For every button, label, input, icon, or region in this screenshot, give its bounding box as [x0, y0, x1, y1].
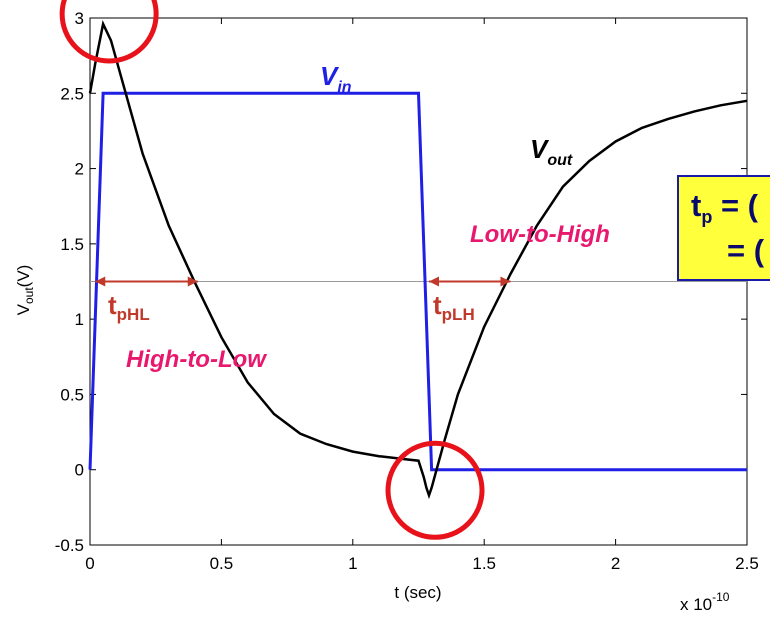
x-tick-label: 2.5: [735, 554, 759, 573]
y-tick-label: 0: [75, 461, 84, 480]
series-vout-line: [88, 20, 748, 500]
x-tick-label: 0: [85, 554, 94, 573]
y-tick-label: -0.5: [55, 536, 84, 555]
high-to-low-label: High-to-Low: [126, 346, 267, 373]
x-axis-ticks: 0 0.5 1 1.5 2 2.5: [85, 18, 759, 573]
y-tick-label: 2.5: [60, 84, 84, 103]
formula-line-1: tp = (: [691, 188, 758, 228]
y-tick-label: 0.5: [60, 385, 84, 404]
x-axis-label: t (sec): [394, 583, 441, 602]
series-vin-line: [88, 91, 747, 472]
propagation-delay-formula-box: tp = ( = (: [677, 175, 770, 281]
arrow-head-right: [187, 276, 198, 287]
x-tick-label: 2: [611, 554, 620, 573]
vin-label: Vin: [320, 61, 352, 96]
tplh-label: tpLH: [433, 290, 475, 324]
y-tick-label: 3: [75, 9, 84, 28]
x-axis-exponent: x 10-10: [680, 590, 730, 614]
low-to-high-label: Low-to-High: [470, 221, 610, 248]
tphl-interval-arrow: [95, 276, 198, 287]
y-tick-label: 2: [75, 160, 84, 179]
x-tick-label: 0.5: [210, 554, 234, 573]
arrow-head-left: [429, 276, 440, 287]
arrow-head-right: [500, 276, 511, 287]
y-tick-label: 1.5: [60, 235, 84, 254]
tphl-label: tpHL: [108, 290, 150, 324]
x-tick-label: 1: [348, 554, 357, 573]
highlight-circle-overshoot: [59, 0, 159, 64]
formula-line-2: = (: [727, 233, 765, 269]
vout-label: Vout: [530, 134, 573, 169]
x-tick-label: 1.5: [472, 554, 496, 573]
highlight-circles: [59, 0, 485, 540]
highlight-circle-undershoot: [385, 440, 485, 540]
tplh-interval-arrow: [429, 276, 511, 287]
y-axis-ticks: -0.5 0 0.5 1 1.5 2 2.5 3: [55, 9, 747, 555]
y-tick-label: 1: [75, 310, 84, 329]
y-axis-label: Vout(V): [14, 265, 36, 316]
arrow-head-left: [95, 276, 106, 287]
